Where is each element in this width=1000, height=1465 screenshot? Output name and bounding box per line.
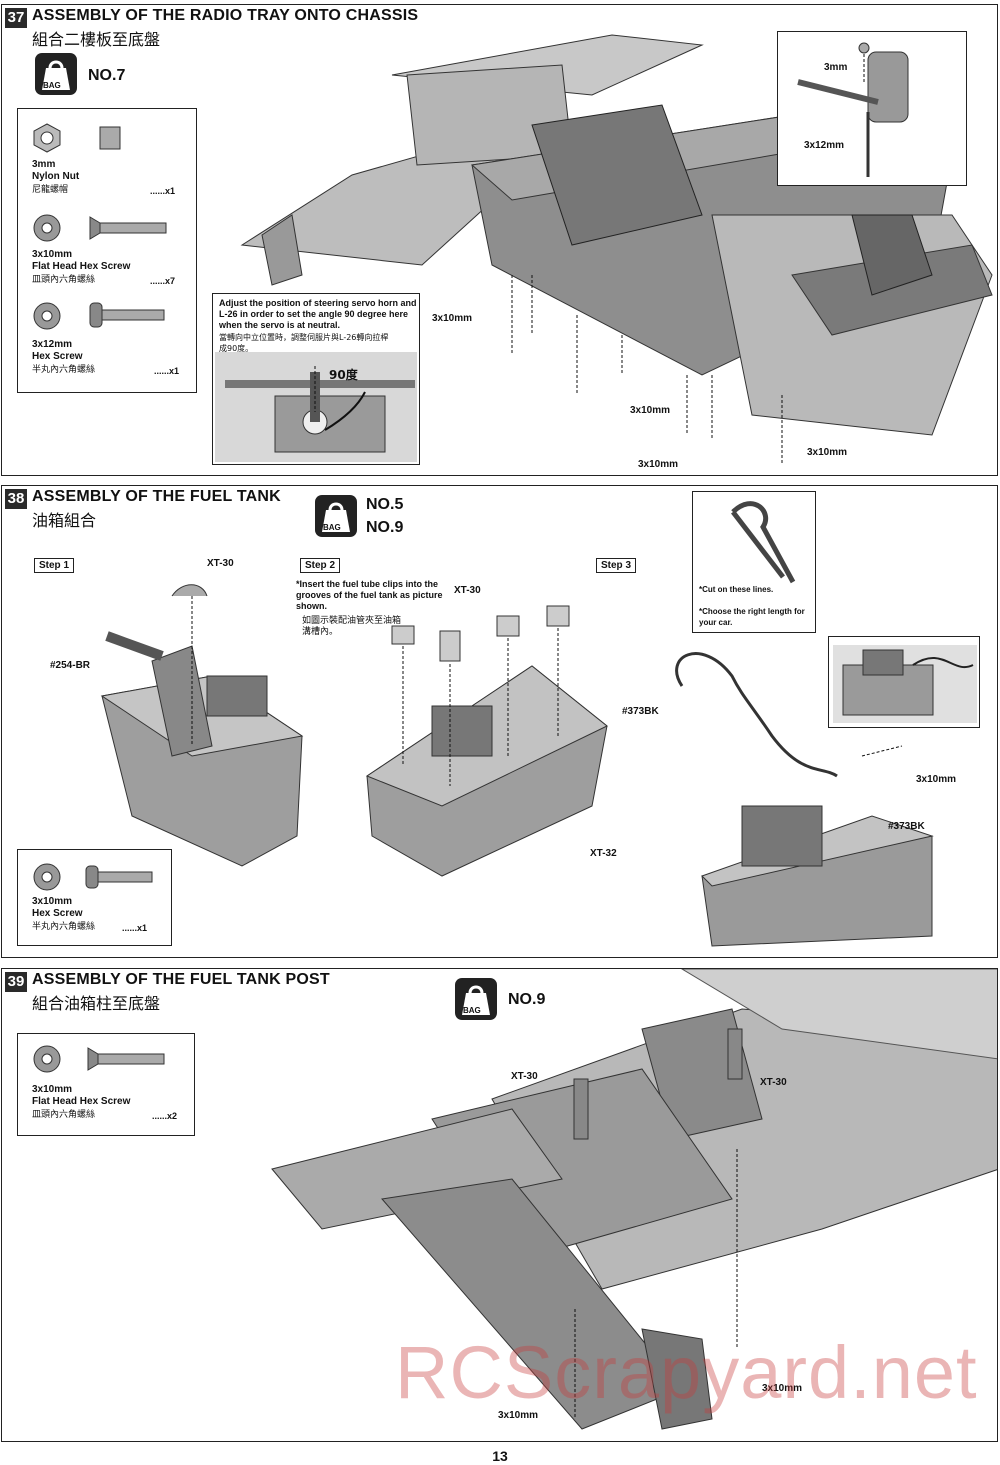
watermark: RCScrapyard.net (395, 1331, 978, 1414)
part-name: Flat Head Hex Screw (32, 1096, 131, 1107)
screw-label: 3x10mm (630, 405, 671, 416)
screw-label: 3x10mm (432, 313, 473, 324)
parts-box: 3x10mm Hex Screw 半丸內六角螺絲 ......x1 (17, 849, 172, 946)
nylon-nut-side-icon (99, 126, 121, 150)
part-label: #373BK (622, 706, 659, 717)
part-name: Nylon Nut (32, 171, 80, 182)
step-39-panel: 39 ASSEMBLY OF THE FUEL TANK POST 組合油箱柱至… (1, 968, 998, 1442)
part-name: Hex Screw (32, 908, 83, 919)
part-name: Flat Head Hex Screw (32, 261, 131, 272)
nut-label: 3mm (824, 62, 848, 73)
step-subtitle: 油箱組合 (32, 511, 97, 530)
screw-label: 3x10mm (916, 774, 957, 785)
part-qty: ......x2 (152, 1111, 178, 1121)
screw-label: 3x10mm (498, 1410, 539, 1421)
parts-box: 3x10mm Flat Head Hex Screw 皿頭內六角螺絲 .....… (17, 1033, 195, 1136)
bag-number: NO.7 (88, 67, 126, 84)
hex-screw-icon (85, 865, 153, 889)
screw-label: 3x12mm (804, 140, 845, 151)
step-title: ASSEMBLY OF THE RADIO TRAY ONTO CHASSIS (32, 7, 419, 24)
screw-label: 3x10mm (638, 459, 679, 470)
part-name-cn: 皿頭內六角螺絲 (32, 275, 96, 285)
step-subtitle: 組合二樓板至底盤 (32, 30, 161, 49)
fuel-line-cut-inset: *Cut on these lines. *Choose the right l… (692, 491, 816, 633)
servo-adjust-inset: Adjust the position of steering servo ho… (212, 293, 420, 465)
part-label: XT-30 (760, 1077, 787, 1088)
flat-head-screw-icon (89, 216, 167, 240)
part-qty: ......x1 (154, 366, 180, 376)
washer-icon (33, 302, 61, 330)
step-2-label: Step 2 (300, 558, 341, 573)
part-size: 3x10mm (32, 896, 73, 907)
step-number: 37 (5, 8, 27, 28)
part-size: 3x10mm (32, 1084, 73, 1095)
steering-link-inset: 3mm 3x12mm (777, 31, 967, 186)
part-size: 3x12mm (32, 339, 73, 350)
step-2-note-cn: 如圖示裝配油管夾至油箱溝槽內。 (302, 616, 402, 637)
fuel-line-loop-illustration (731, 501, 796, 584)
step-title: ASSEMBLY OF THE FUEL TANK POST (32, 971, 330, 988)
step-number: 39 (5, 972, 27, 992)
bag-icon-label: BAG (463, 1006, 481, 1015)
bag-icon-label: BAG (323, 523, 341, 532)
fuel-tank-step2-illustration (365, 605, 608, 877)
part-label: #254-BR (50, 660, 91, 671)
clip-detail-illustration (833, 645, 977, 723)
bag-number: NO.5 (366, 496, 404, 513)
part-name-cn: 半丸內六角螺絲 (32, 922, 96, 932)
part-name-cn: 半丸內六角螺絲 (32, 365, 96, 375)
part-size: 3mm (32, 159, 56, 170)
flat-head-screw-icon (87, 1047, 165, 1071)
step-1-label: Step 1 (34, 558, 75, 573)
step-number: 38 (5, 489, 27, 509)
screw-label: 3x10mm (762, 1383, 803, 1394)
part-label: XT-30 (511, 1071, 538, 1082)
screw-label: 3x10mm (807, 447, 848, 458)
bag-icon (35, 53, 77, 95)
part-label: XT-32 (590, 848, 617, 859)
angle-label: 90度 (329, 368, 358, 382)
bag-number: NO.9 (508, 991, 546, 1008)
clip-detail-inset (828, 636, 980, 728)
steering-link-illustration (797, 42, 909, 177)
step-38-panel: 38 ASSEMBLY OF THE FUEL TANK 油箱組合 BAG NO… (1, 485, 998, 958)
length-note: *Choose the right length for your car. (699, 607, 805, 627)
step-3-label: Step 3 (596, 558, 637, 573)
step-37-panel: 37 ASSEMBLY OF THE RADIO TRAY ONTO CHASS… (1, 4, 998, 476)
nylon-nut-icon (33, 123, 61, 153)
washer-icon (33, 1045, 61, 1073)
bag-number: NO.9 (366, 519, 404, 536)
fuel-tank-step3-illustration (675, 652, 934, 947)
part-label: XT-30 (454, 585, 481, 596)
part-qty: ......x1 (122, 923, 148, 933)
servo-note-cn: 當轉向中立位置時，調整伺服片與L-26轉向拉桿成90度。 (219, 333, 389, 353)
parts-box: 3mm Nylon Nut 尼龍螺帽 ......x1 3x10mm Flat … (17, 108, 197, 393)
fuel-tank-step1-illustration (100, 584, 304, 867)
servo-note-en: Adjust the position of steering servo ho… (219, 298, 417, 330)
cut-note: *Cut on these lines. (699, 585, 774, 594)
washer-icon (33, 863, 61, 891)
bag-icon-label: BAG (43, 81, 61, 90)
part-label: XT-30 (207, 558, 234, 569)
part-label: #373BK (888, 821, 925, 832)
step-title: ASSEMBLY OF THE FUEL TANK (32, 488, 281, 505)
bag-icon (455, 978, 497, 1020)
part-qty: ......x7 (150, 276, 176, 286)
page-number: 13 (492, 1448, 508, 1464)
part-name: Hex Screw (32, 351, 83, 362)
part-name-cn: 皿頭內六角螺絲 (32, 1110, 96, 1120)
hex-screw-icon (89, 302, 165, 328)
servo-illustration (215, 352, 417, 462)
step-subtitle: 組合油箱柱至底盤 (32, 994, 161, 1013)
part-qty: ......x1 (150, 186, 176, 196)
chassis-fuel-post-illustration (271, 969, 997, 1430)
part-name-cn: 尼龍螺帽 (32, 185, 69, 195)
step-2-note-en: *Insert the fuel tube clips into the gro… (296, 579, 443, 611)
part-size: 3x10mm (32, 249, 73, 260)
bag-icon (315, 495, 357, 537)
washer-icon (33, 214, 61, 242)
